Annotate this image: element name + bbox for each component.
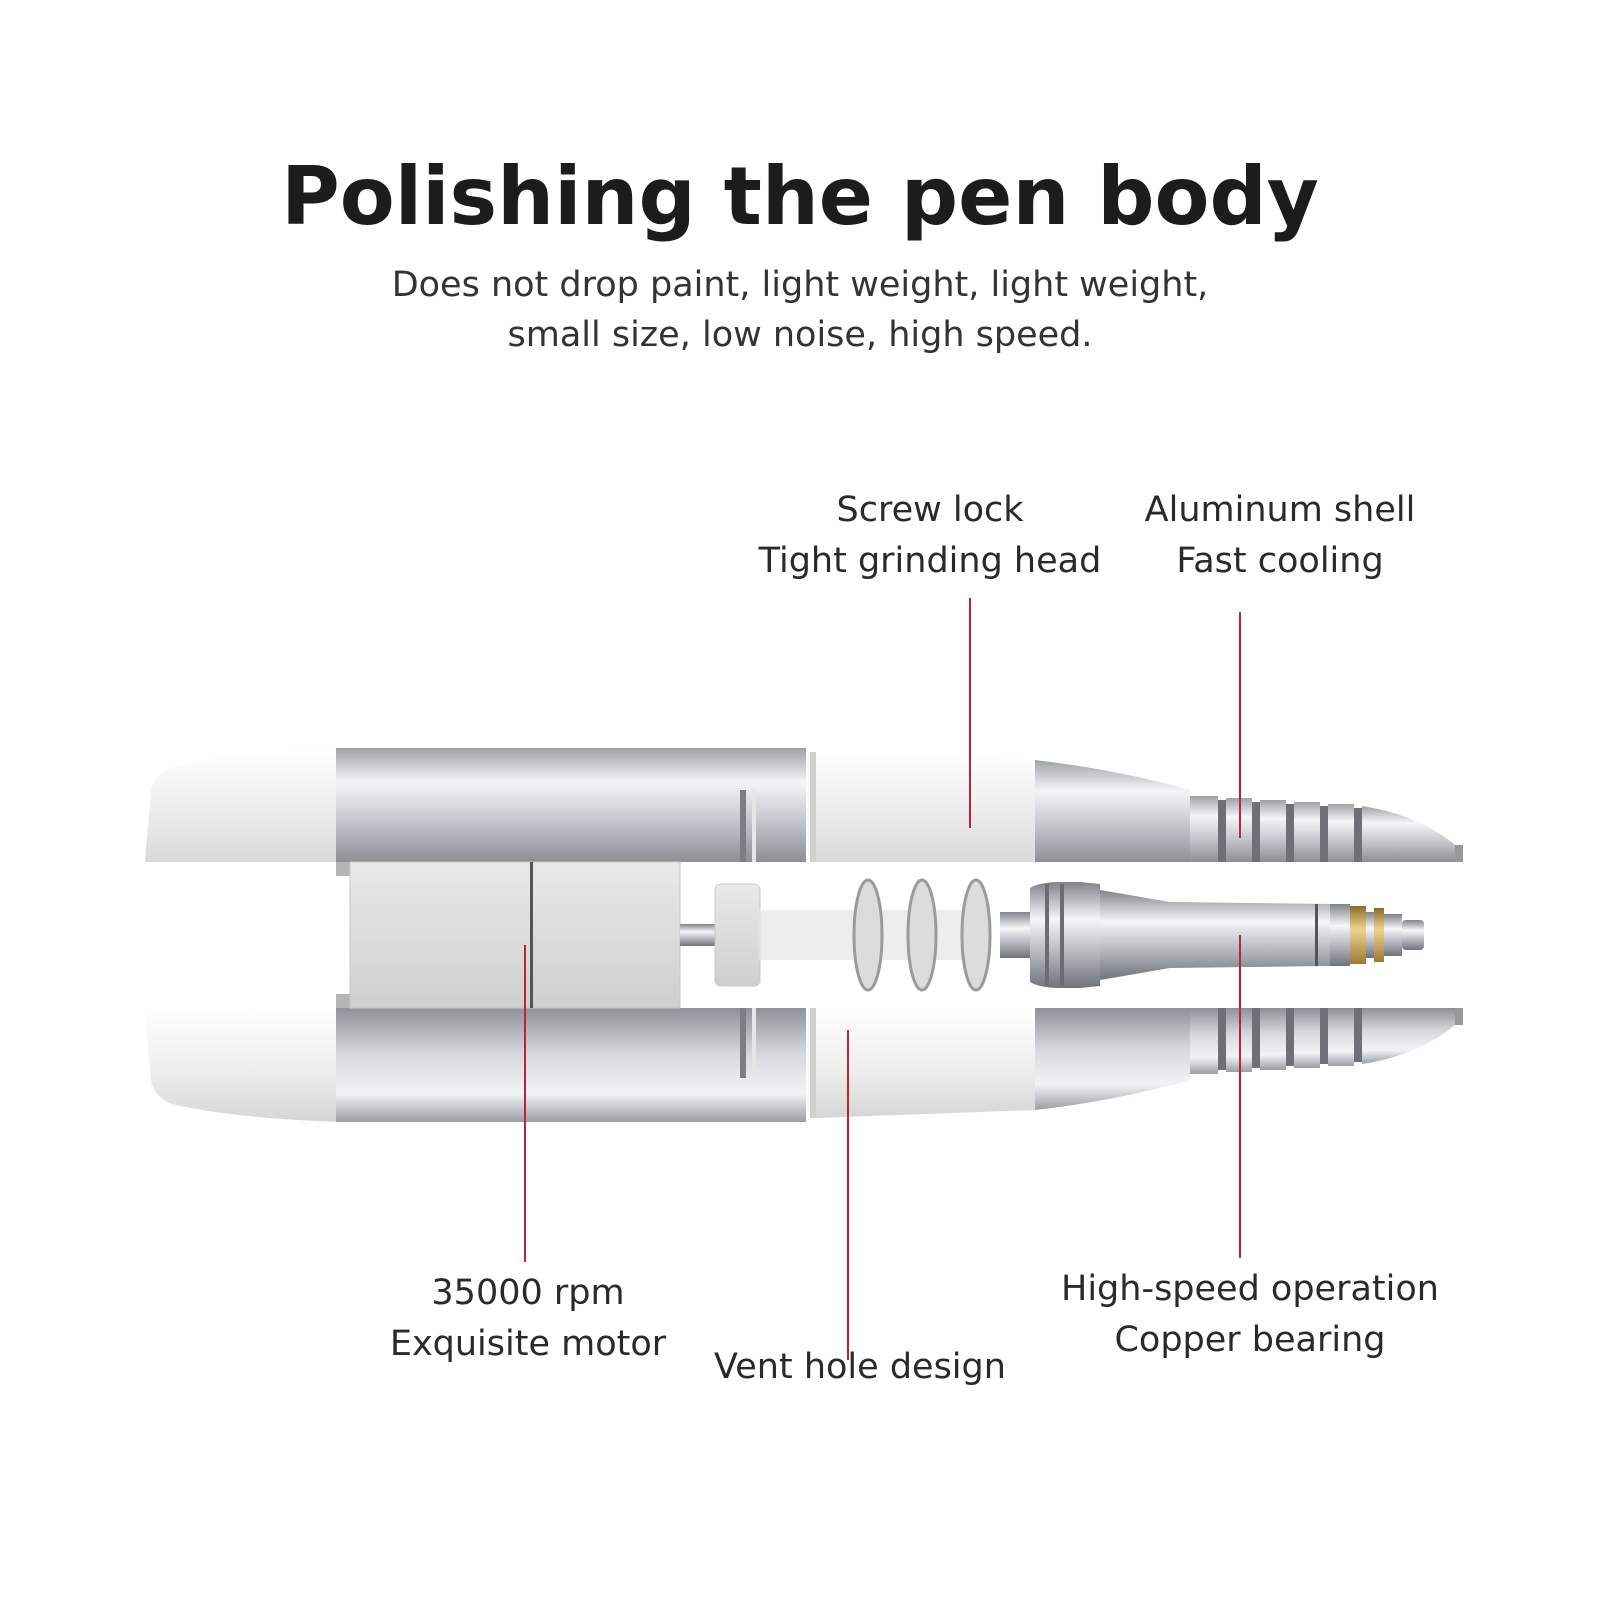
grip-ridges-bottom xyxy=(1190,1008,1362,1074)
subtitle-line-2: small size, low noise, high speed. xyxy=(507,315,1093,355)
pen-top-half xyxy=(145,748,1463,862)
leader-lines xyxy=(524,598,1241,1360)
callout-motor-line2: Exquisite motor xyxy=(389,1324,667,1364)
callout-bearing-line2: Copper bearing xyxy=(1114,1320,1386,1360)
callout-screw-lock-line2: Tight grinding head xyxy=(758,541,1102,581)
callout-screw-lock: Screw lock Tight grinding head xyxy=(730,485,1130,587)
callout-screw-lock-line1: Screw lock xyxy=(836,490,1024,530)
vent-rings xyxy=(852,878,992,992)
callout-aluminum-shell-line1: Aluminum shell xyxy=(1144,490,1416,530)
callout-bearing: High-speed operation Copper bearing xyxy=(1060,1264,1440,1366)
page-title: Polishing the pen body xyxy=(281,150,1319,243)
drive-shaft xyxy=(680,883,988,987)
callout-vent: Vent hole design xyxy=(690,1342,1030,1393)
pen-bottom-half xyxy=(145,1008,1463,1122)
spindle-assembly xyxy=(1000,882,1350,988)
callout-bearing-line1: High-speed operation xyxy=(1061,1269,1439,1309)
motor xyxy=(336,861,681,1009)
copper-bearing xyxy=(1350,906,1424,964)
callout-aluminum-shell-line2: Fast cooling xyxy=(1176,541,1384,581)
callout-motor: 35000 rpm Exquisite motor xyxy=(368,1268,688,1370)
callout-aluminum-shell: Aluminum shell Fast cooling xyxy=(1130,485,1430,587)
callout-motor-line1: 35000 rpm xyxy=(431,1273,625,1313)
callout-vent-line1: Vent hole design xyxy=(714,1347,1006,1387)
grip-ridges-top xyxy=(1190,796,1362,862)
subtitle-line-1: Does not drop paint, light weight, light… xyxy=(391,265,1209,305)
